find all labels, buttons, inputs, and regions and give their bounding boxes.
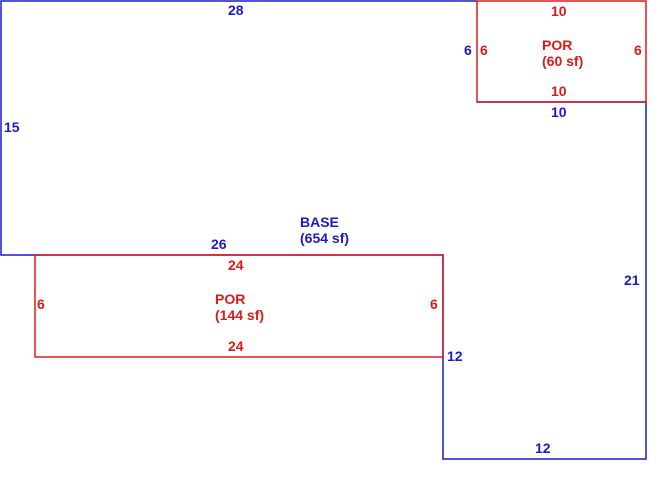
porch-top-outline <box>476 0 647 103</box>
porch-top-area: (60 sf) <box>542 53 584 69</box>
base-area: (654 sf) <box>300 230 350 246</box>
base-dim-inner-horizontal: 26 <box>211 236 227 252</box>
porch-bottom-dim-right: 6 <box>430 296 438 312</box>
porch-top-dim-right: 6 <box>634 42 642 58</box>
porch-top-dim-top: 10 <box>551 3 567 19</box>
porch-bottom-name: POR <box>215 291 246 307</box>
porch-bottom-area-label: POR (144 sf) <box>215 291 264 323</box>
porch-top-dim-bottom: 10 <box>551 83 567 99</box>
base-dim-inner-vertical: 12 <box>447 348 463 364</box>
porch-bottom-area: (144 sf) <box>215 307 265 323</box>
base-dim-bottom: 12 <box>535 440 551 456</box>
base-dim-left: 15 <box>4 119 20 135</box>
base-dim-top: 28 <box>228 2 244 18</box>
porch-bottom-dim-top: 24 <box>228 257 244 273</box>
base-area-label: BASE (654 sf) <box>300 214 349 246</box>
base-dim-porch-side: 6 <box>464 42 472 58</box>
base-dim-right: 21 <box>624 272 640 288</box>
porch-top-dim-left: 6 <box>480 42 488 58</box>
porch-bottom-dim-bottom: 24 <box>228 338 244 354</box>
porch-top-name: POR <box>542 37 573 53</box>
base-name: BASE <box>300 214 339 230</box>
porch-bottom-outline <box>34 254 444 358</box>
base-dim-porch-bottom: 10 <box>551 104 567 120</box>
porch-bottom-dim-left: 6 <box>37 296 45 312</box>
porch-top-area-label: POR (60 sf) <box>542 37 583 69</box>
